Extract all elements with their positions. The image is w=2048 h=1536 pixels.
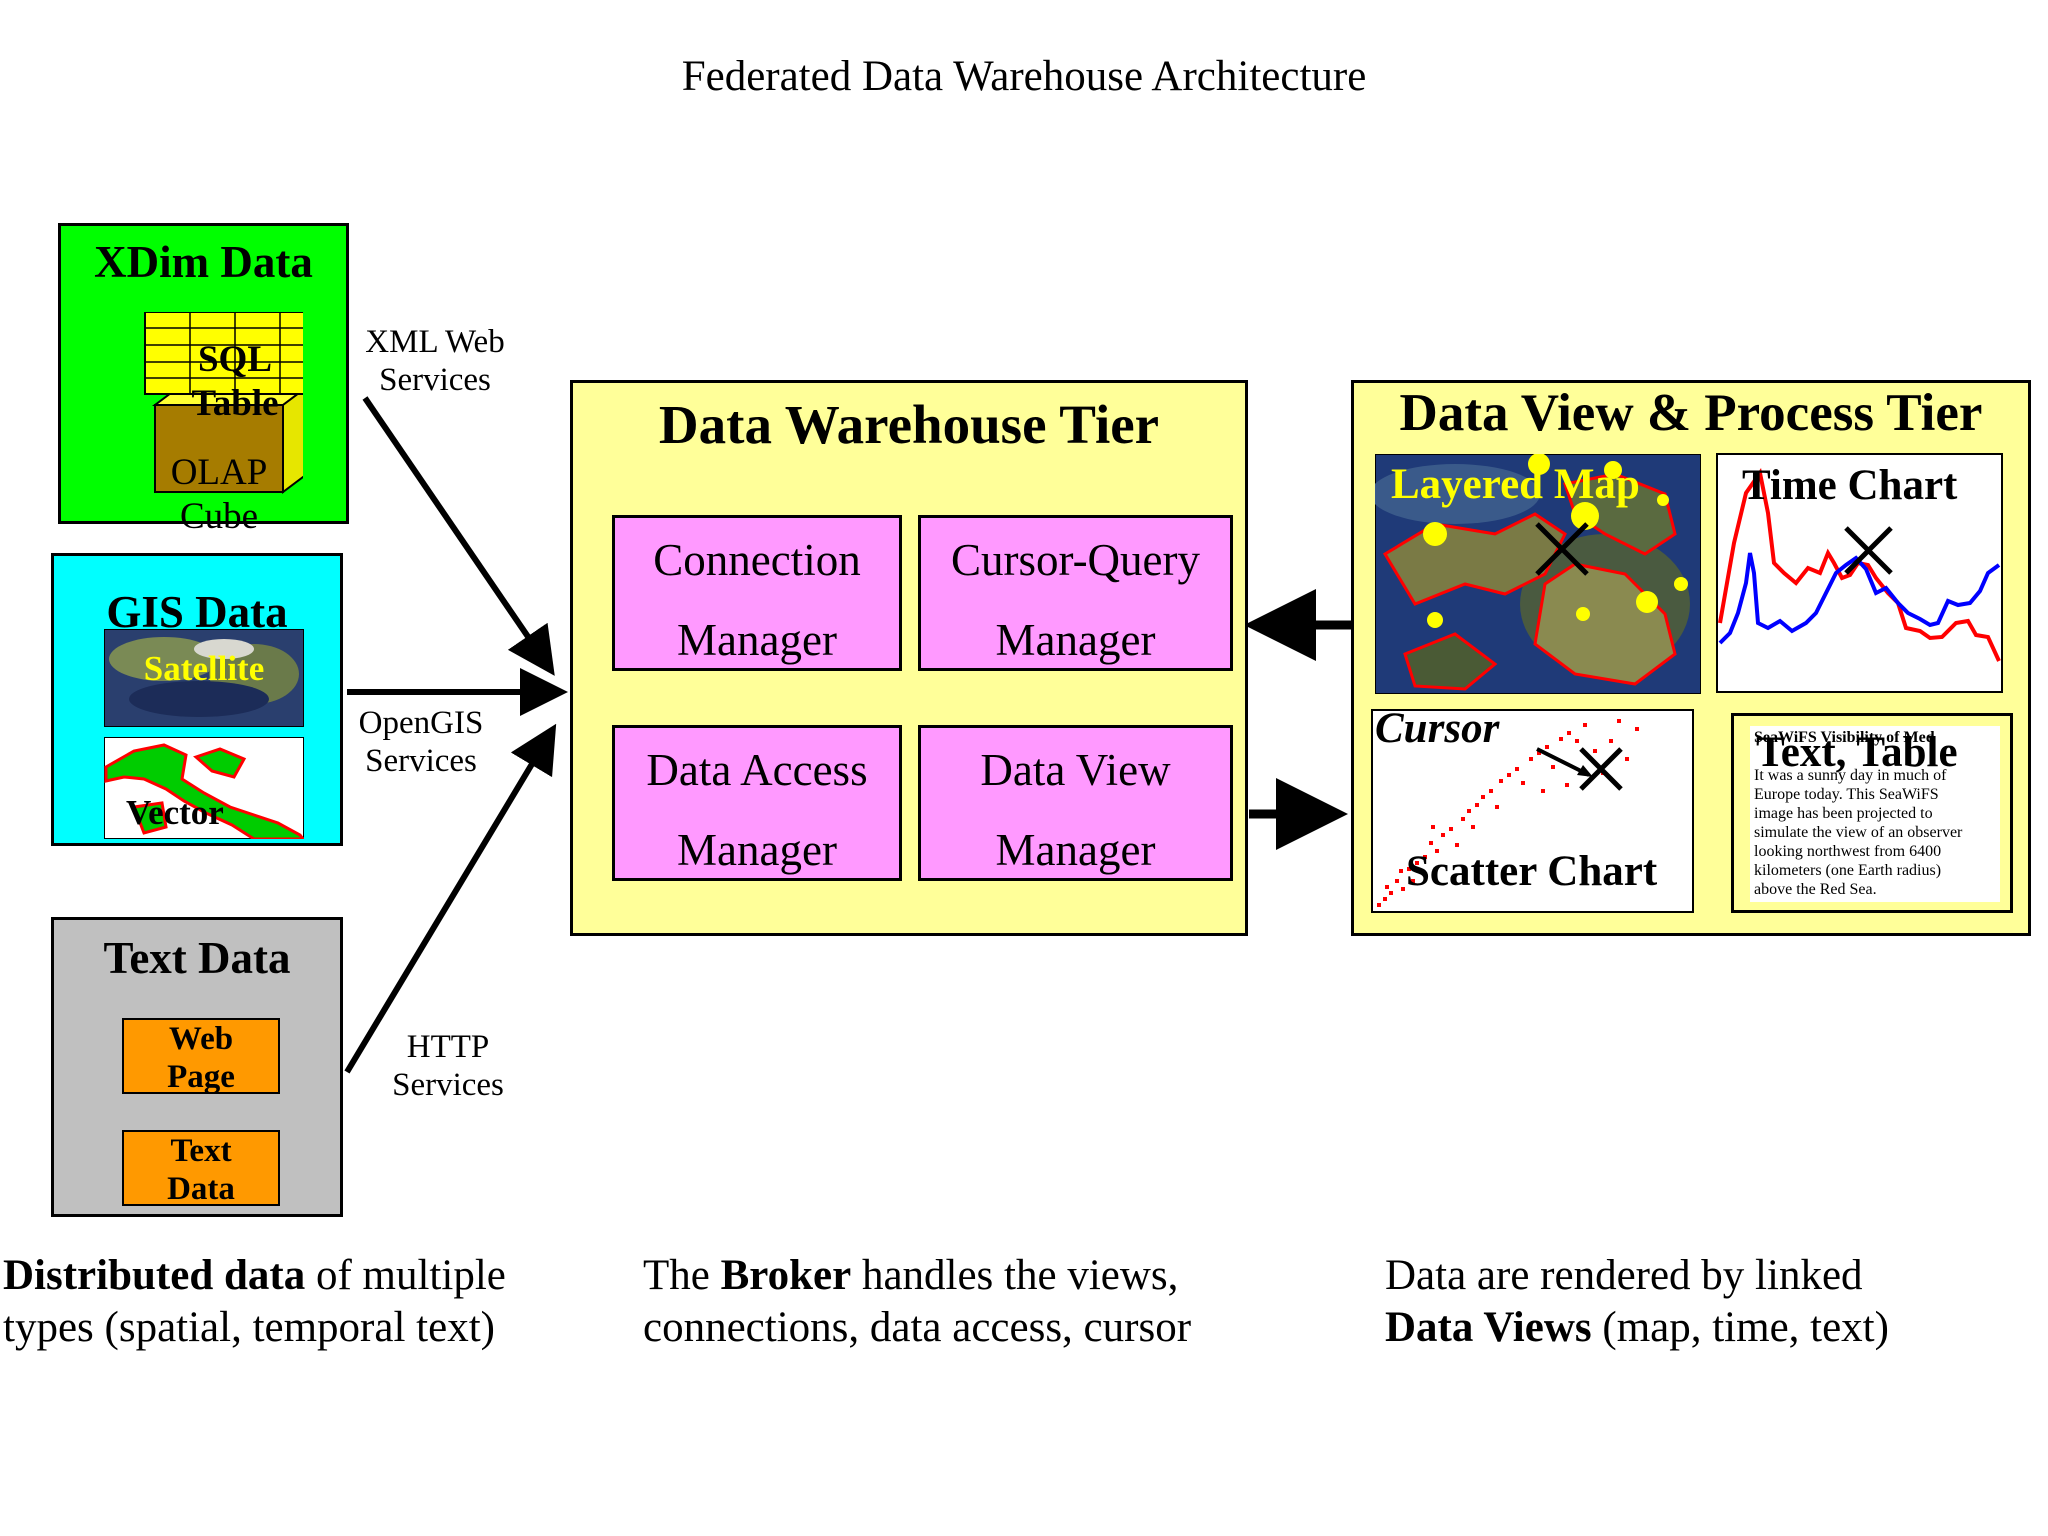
xml-arrow <box>362 396 555 676</box>
caption-right-bold: Data Views <box>1385 1304 1592 1351</box>
vector-label: Vector <box>126 793 224 832</box>
sql-olap-graphic <box>144 312 303 494</box>
text-sample-line: looking northwest from 6400 <box>1754 843 1942 860</box>
caption-middle-pre: The <box>643 1252 721 1299</box>
connection-manager-line1: Connection <box>653 535 861 585</box>
warehouse-tier-title: Data Warehouse Tier <box>658 394 1160 455</box>
text-data-box: Text Data Web Page Text Data <box>51 917 343 1217</box>
view-tier-title: Data View & Process Tier <box>1399 384 1983 442</box>
text-data-line2: Data <box>167 1171 235 1207</box>
diagram-title: Federated Data Warehouse Architecture <box>681 53 1367 100</box>
text-sample-line: simulate the view of an observer <box>1754 824 1963 841</box>
olap-cube-label: OLAP Cube <box>155 451 283 539</box>
xdim-data-box: XDim Data SQL Table OLAP Cube <box>58 223 349 537</box>
caption-right-rest: (map, time, text) <box>1591 1304 1889 1351</box>
opengis-services-label: OpenGIS Services <box>345 704 497 780</box>
http-label-line2: Services <box>392 1067 504 1103</box>
text-sample-line: above the Red Sea. <box>1754 881 1877 898</box>
data-warehouse-tier: Data Warehouse Tier Connection Manager C… <box>570 380 1248 936</box>
web-page-line2: Page <box>167 1059 235 1095</box>
text-table-label: Text, Table <box>1756 729 1958 776</box>
caption-left-line2: types (spatial, temporal text) <box>3 1304 495 1351</box>
caption-middle-bold: Broker <box>720 1252 852 1299</box>
time-chart-label: Time Chart <box>1742 462 1958 509</box>
text-sample-line: It was a sunny day in much of <box>1754 767 1947 784</box>
caption-left: Distributed data of multiple types (spat… <box>3 1250 563 1354</box>
layered-map-label: Layered Map <box>1391 461 1640 508</box>
http-services-label: HTTP Services <box>377 1028 519 1104</box>
scatter-chart-label: Scatter Chart <box>1406 848 1658 895</box>
data-view-manager-line1: Data View <box>980 745 1171 795</box>
web-page-item: Web Page <box>122 1018 280 1095</box>
text-table-view: SeaWiFS Visibility of Med It was a sunny… <box>1731 713 2013 913</box>
olap-label-line2: Cube <box>179 496 259 537</box>
satellite-label: Satellite <box>143 649 265 688</box>
opengis-label-line2: Services <box>365 743 477 779</box>
layered-map-view <box>1375 454 1701 694</box>
caption-middle-rest: handles the views, <box>851 1252 1179 1299</box>
connection-manager-line2: Manager <box>677 615 837 665</box>
caption-right: Data are rendered by linked Data Views (… <box>1385 1250 1985 1354</box>
caption-left-rest: of multiple <box>305 1252 506 1299</box>
caption-left-bold: Distributed data <box>3 1252 306 1299</box>
data-view-manager: Data View Manager <box>918 725 1233 881</box>
caption-right-line2: Data Views (map, time, text) <box>1385 1302 1985 1354</box>
data-access-manager: Data Access Manager <box>612 725 902 881</box>
http-arrow <box>344 723 557 1074</box>
sql-table-label: SQL Table <box>145 338 325 426</box>
text-table-paper <box>1750 726 2000 902</box>
cursor-query-manager-line2: Manager <box>995 615 1156 665</box>
xml-services-label: XML Web Services <box>352 323 518 399</box>
satellite-image <box>104 629 304 727</box>
text-data-item: Text Data <box>122 1130 280 1207</box>
vector-map-image <box>104 737 304 839</box>
caption-left-line1: Distributed data of multiple <box>3 1250 563 1302</box>
connection-manager: Connection Manager <box>612 515 902 671</box>
scatter-chart-view <box>1371 709 1694 913</box>
xdim-data-title: XDim Data <box>94 237 313 287</box>
sql-label-line2: Table <box>191 383 279 424</box>
caption-right-line1: Data are rendered by linked <box>1385 1252 1863 1299</box>
text-data-line1: Text <box>170 1133 232 1169</box>
http-label-line1: HTTP <box>406 1029 490 1065</box>
text-sample-title: SeaWiFS Visibility of Med <box>1754 729 1935 746</box>
caption-middle-line2: connections, data access, cursor <box>643 1304 1192 1351</box>
xml-label-line2: Services <box>379 362 491 398</box>
text-sample-body: It was a sunny day in much of Europe tod… <box>1754 766 1962 899</box>
data-view-process-tier: Data View & Process Tier Layered Map Tim… <box>1351 380 2031 936</box>
xml-label-line1: XML Web <box>365 324 505 360</box>
opengis-label-line1: OpenGIS <box>358 705 484 741</box>
text-sample-line: kilometers (one Earth radius) <box>1754 862 1942 879</box>
data-access-manager-line2: Manager <box>677 825 837 875</box>
text-sample-line: image has been projected to <box>1754 805 1933 822</box>
cursor-label: Cursor <box>1375 705 1500 752</box>
data-view-manager-line2: Manager <box>995 825 1156 875</box>
cursor-query-manager: Cursor-Query Manager <box>918 515 1233 671</box>
time-chart-view <box>1716 453 2003 693</box>
web-page-line1: Web <box>168 1021 234 1057</box>
olap-label-line1: OLAP <box>170 452 268 493</box>
text-data-title: Text Data <box>103 933 291 983</box>
caption-middle-line1: The Broker handles the views, <box>643 1250 1243 1302</box>
data-access-manager-line1: Data Access <box>646 745 868 795</box>
gis-data-box: GIS Data Satellite Vector <box>51 553 343 846</box>
sql-label-line1: SQL <box>197 339 273 380</box>
text-sample-line: Europe today. This SeaWiFS <box>1754 786 1939 803</box>
caption-middle: The Broker handles the views, connection… <box>643 1250 1243 1354</box>
cursor-query-manager-line1: Cursor-Query <box>950 535 1201 585</box>
